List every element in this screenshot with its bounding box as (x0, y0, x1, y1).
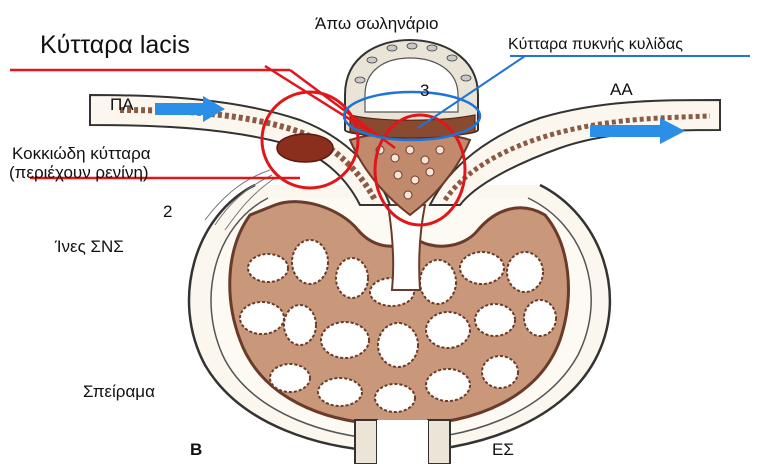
vascular-pole (388, 205, 425, 290)
proximal-tubule-bottom (355, 420, 450, 464)
label-sns-fibers: Ίνες ΣΝΣ (55, 238, 124, 255)
label-number-2: 2 (163, 203, 172, 220)
label-macula-densa: Κύτταρα πυκνής κυλίδας (508, 37, 683, 53)
label-number-3: 3 (420, 82, 429, 99)
granular-cells (277, 134, 333, 162)
label-es: ΕΣ (492, 441, 514, 458)
label-lacis-cells: Κύτταρα lacis (40, 33, 190, 58)
label-granular-cells: Κοκκιώδη κύτταρα (12, 145, 151, 162)
label-panel-b: B (190, 441, 202, 458)
label-efferent-arteriole: ΑΑ (610, 81, 633, 98)
label-afferent-arteriole: ΠΑ (110, 96, 134, 113)
label-glomerulus: Σπείραμα (83, 383, 155, 400)
label-granular-renin: (περιέχουν ρενίνη) (9, 164, 149, 181)
label-distal-tubule: Άπω σωληνάριο (315, 15, 438, 32)
